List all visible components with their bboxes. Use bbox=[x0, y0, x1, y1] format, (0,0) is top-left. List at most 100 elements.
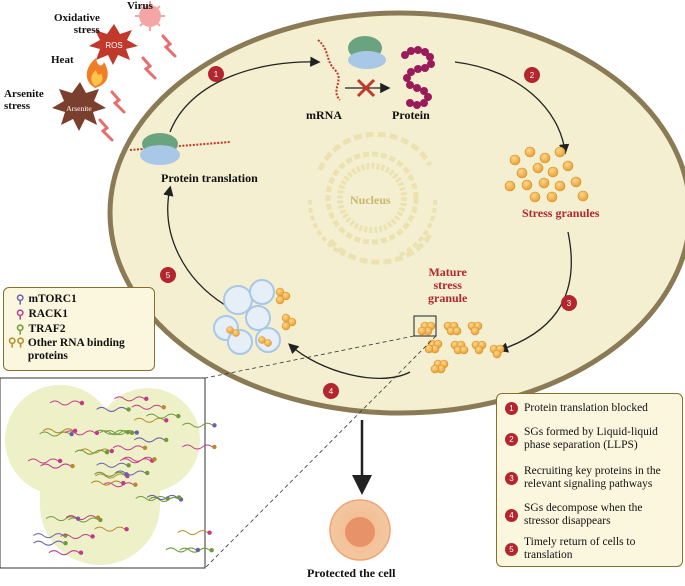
rna-squiggle bbox=[94, 471, 125, 477]
step-badge-2: 2 bbox=[524, 67, 540, 83]
arsenite-icon: Arsenite bbox=[52, 82, 106, 131]
decomposing-granules bbox=[213, 279, 297, 355]
protein-chain-icon bbox=[401, 46, 435, 109]
rna-squiggle bbox=[122, 456, 153, 462]
mrna-label: mRNA bbox=[306, 108, 342, 122]
rna-squiggle bbox=[64, 430, 96, 436]
rna-squiggle bbox=[65, 515, 97, 521]
rna-squiggle bbox=[96, 406, 127, 412]
protein-dot bbox=[133, 482, 138, 487]
rna-squiggle bbox=[74, 449, 106, 455]
rna-squiggle bbox=[60, 533, 91, 539]
mature-granule-clusters bbox=[417, 321, 505, 374]
legend-step-1-badge: 1 bbox=[505, 402, 518, 415]
protein-dot bbox=[161, 405, 166, 410]
rna-squiggle bbox=[182, 422, 213, 428]
rna-squiggle bbox=[79, 448, 111, 454]
protein-dot bbox=[121, 480, 126, 486]
legend-mtorc1: ⚲mTORC1 bbox=[16, 292, 77, 306]
rna-squiggle bbox=[131, 404, 163, 410]
protected-cell-label: Protected the cell bbox=[307, 566, 396, 580]
mtorc1-icon: ⚲ bbox=[16, 294, 25, 306]
mrna-strand bbox=[317, 39, 341, 101]
protein-dot bbox=[142, 445, 148, 451]
zoom-box bbox=[413, 315, 437, 337]
protein-translation-label: Protein translation bbox=[161, 171, 258, 185]
step-badge-3: 3 bbox=[561, 295, 577, 311]
protein-dot bbox=[126, 463, 131, 468]
heat-flame-icon bbox=[86, 58, 108, 88]
ribosome-icon bbox=[348, 36, 386, 69]
legend-step-4-text: SGs decompose when the stressor disappea… bbox=[524, 502, 643, 527]
rna-squiggle bbox=[133, 437, 165, 443]
legend-step-3-text: Recruiting key proteins in the relevant … bbox=[524, 465, 661, 490]
protein-dot bbox=[152, 457, 157, 462]
mature-sg-label: Mature stress granule bbox=[428, 265, 468, 305]
svg-text:1: 1 bbox=[214, 70, 219, 79]
protein-dot bbox=[207, 530, 212, 535]
protein-dot bbox=[212, 444, 217, 450]
legend-step-5-text: Timely return of cells to translation bbox=[524, 536, 636, 561]
rna-squiggle bbox=[49, 400, 81, 406]
other-rbp-icon: ⚲⚲ bbox=[8, 337, 25, 349]
protein-dot bbox=[212, 423, 217, 428]
legend-other-rbp-label: Other RNA binding proteins bbox=[27, 337, 125, 362]
protein-dot bbox=[79, 400, 85, 406]
protein-dot bbox=[78, 550, 84, 555]
step-badge-4: 4 bbox=[323, 383, 339, 399]
arrow-step1 bbox=[169, 56, 321, 133]
arrow-step3 bbox=[497, 231, 572, 353]
rna-squiggle bbox=[45, 516, 77, 522]
nucleus-icon bbox=[307, 131, 438, 265]
step-badge-1: 1 bbox=[208, 66, 224, 82]
virus-icon bbox=[135, 1, 165, 31]
legend-step-2-badge: 2 bbox=[505, 433, 518, 446]
protected-cell-icon bbox=[329, 499, 391, 561]
rna-squiggle bbox=[39, 431, 70, 437]
protein-dot bbox=[145, 470, 150, 476]
legend-traf2-label: TRAF2 bbox=[28, 323, 66, 335]
rna-squiggle bbox=[179, 547, 210, 553]
legend-rack1-label: RACK1 bbox=[28, 308, 69, 320]
stress-granules-label: Stress granules bbox=[522, 206, 600, 220]
translating-ribosome-icon bbox=[129, 133, 231, 165]
protein-label: Protein bbox=[392, 108, 430, 122]
protein-dot bbox=[124, 472, 129, 477]
svg-text:2: 2 bbox=[530, 71, 535, 80]
rna-squiggle bbox=[146, 494, 178, 500]
rna-squiggle bbox=[33, 533, 64, 539]
legend-traf2: ⚲TRAF2 bbox=[16, 322, 66, 336]
rna-squiggle bbox=[95, 473, 126, 479]
rna-squiggle bbox=[33, 540, 64, 546]
rna-squiggle bbox=[94, 526, 125, 532]
blocked-cross-icon bbox=[356, 78, 376, 98]
protein-dot bbox=[164, 418, 169, 423]
protein-dot bbox=[176, 413, 181, 419]
rna-protein-squiggles bbox=[27, 396, 217, 556]
rna-squiggle bbox=[146, 413, 177, 419]
rna-squiggle bbox=[165, 547, 197, 553]
rna-squiggle bbox=[68, 517, 99, 523]
nucleus-label: Nucleus bbox=[350, 193, 391, 207]
arrow-step5 bbox=[163, 185, 226, 306]
rack1-icon: ⚲ bbox=[16, 309, 25, 321]
legend-step-3-badge: 3 bbox=[505, 472, 518, 485]
legend-other-rbp: ⚲⚲Other RNA binding proteins bbox=[8, 337, 148, 363]
rna-squiggle bbox=[104, 430, 136, 436]
ros-icon: ROS bbox=[89, 24, 138, 65]
stress-signals bbox=[98, 34, 177, 142]
legend-mtorc1-label: mTORC1 bbox=[28, 293, 77, 305]
protein-dot bbox=[129, 430, 135, 435]
rna-squiggle bbox=[48, 550, 80, 556]
rna-squiggle bbox=[148, 496, 180, 502]
protein-dot bbox=[144, 396, 149, 402]
protein-dot bbox=[69, 431, 74, 437]
traf2-icon: ⚲ bbox=[16, 324, 25, 336]
rna-squiggle bbox=[96, 462, 127, 468]
legend-step-4-badge: 4 bbox=[505, 509, 518, 522]
